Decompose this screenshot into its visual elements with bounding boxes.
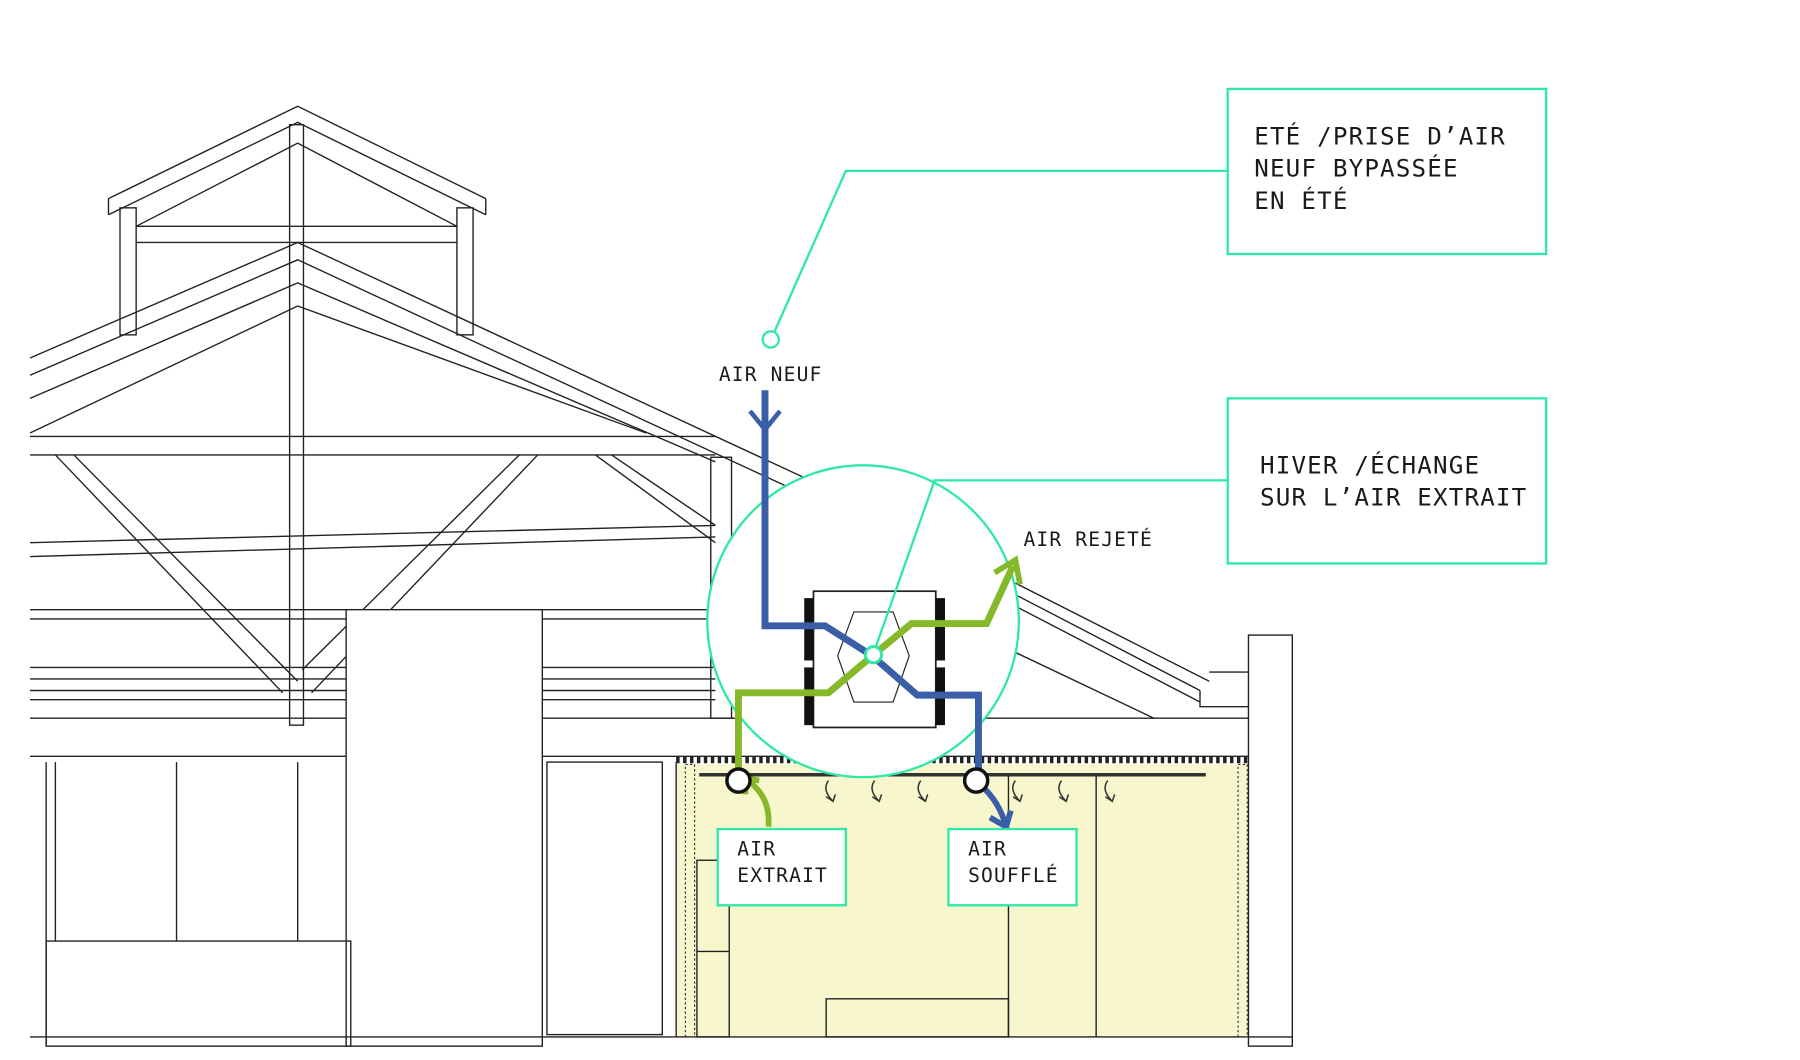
supply-grille (962, 767, 990, 794)
winter-leader (872, 479, 1228, 654)
air-extrait-box (716, 827, 847, 907)
wall-insulation-left (684, 763, 696, 1038)
summer-leader-dot (761, 330, 780, 349)
summer-callout-line-2: NEUF BYPASSÉE (1254, 154, 1458, 183)
wall-insulation-right (1237, 763, 1248, 1038)
roof-structure (29, 105, 1293, 1047)
air-extrait-line-2: EXTRAIT (737, 864, 828, 887)
fresh-air-arrowhead (748, 409, 782, 434)
summer-leader (772, 169, 1228, 336)
winter-leader-dot (863, 645, 883, 665)
summer-callout-box (1226, 87, 1548, 256)
winter-callout-line-1: HIVER /ÉCHANGE (1260, 450, 1480, 479)
winter-callout-line-2: SUR L’AIR EXTRAIT (1260, 484, 1527, 512)
air-extrait-line-1: AIR (737, 838, 776, 861)
air-souffle-box (947, 827, 1078, 907)
extract-grille (725, 767, 752, 794)
winter-callout-box (1226, 397, 1548, 565)
air-souffle-line-2: SOUFFLÉ (968, 864, 1059, 887)
air-neuf-label: AIR NEUF (719, 363, 823, 386)
air-souffle-line-1: AIR (968, 838, 1007, 861)
summer-callout-line-1: ETÉ /PRISE D’AIR (1254, 121, 1506, 150)
rejected-air-arrowhead (993, 555, 1023, 585)
airflow-arrows (825, 780, 1116, 803)
summer-callout-line-3: EN ÉTÉ (1254, 186, 1348, 215)
air-rejete-label: AIR REJETÉ (1023, 528, 1153, 551)
